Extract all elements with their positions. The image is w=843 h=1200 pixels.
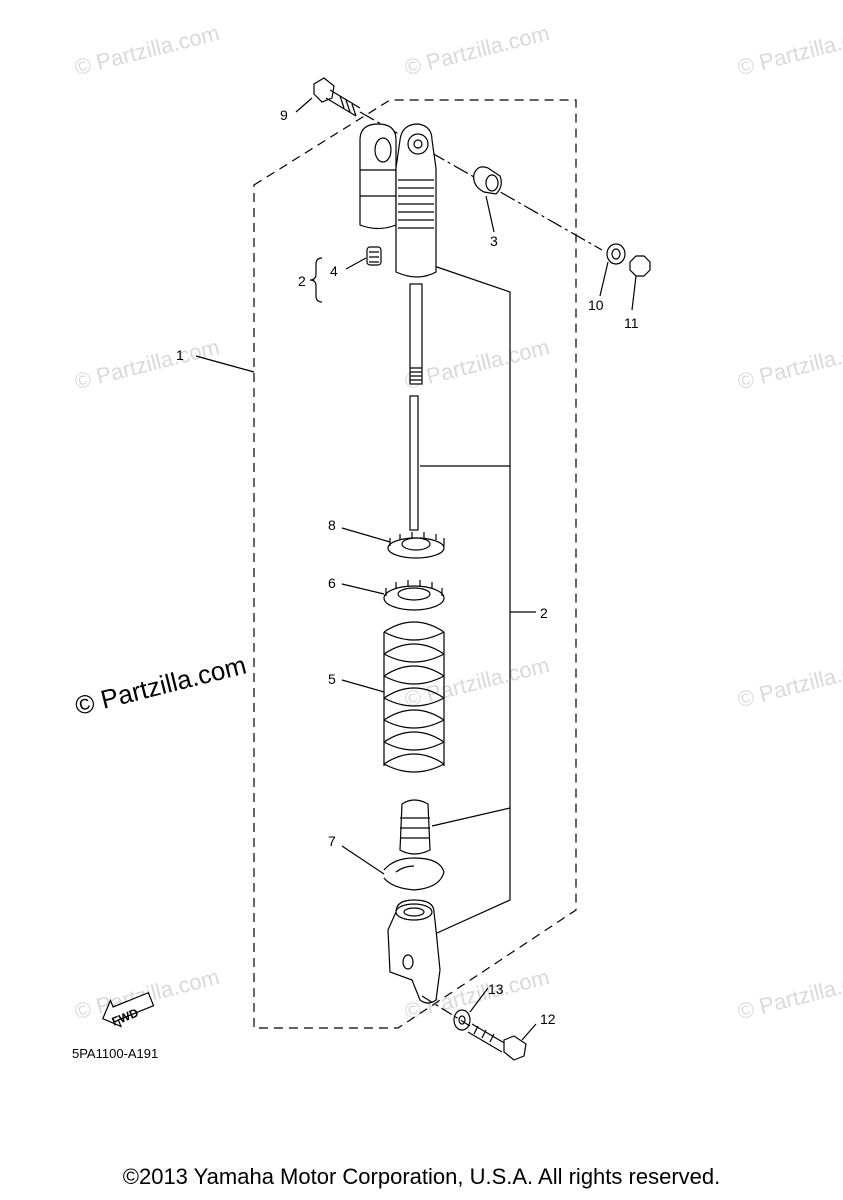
bump-stop [399, 799, 431, 855]
valve-cap-4 [366, 246, 382, 266]
callout-12: 12 [540, 1011, 556, 1027]
collar-3 [473, 166, 502, 195]
callout-8: 8 [328, 517, 336, 533]
washer-13 [453, 1009, 471, 1031]
piston-rod [409, 283, 423, 385]
callout-11: 11 [624, 315, 639, 331]
spring-adjuster-6 [383, 580, 445, 611]
washer-10 [606, 243, 626, 265]
callout-5: 5 [328, 671, 336, 687]
assembly-1-outline [253, 99, 577, 1029]
push-rod [409, 395, 419, 531]
callout-2-side: 2 [540, 605, 548, 621]
callout-13: 13 [488, 981, 504, 997]
spring-guide-7 [383, 857, 445, 891]
callout-7: 7 [328, 833, 336, 849]
nut-11 [629, 255, 651, 277]
bolt-9 [313, 77, 361, 117]
spring-5 [383, 621, 445, 773]
reservoir [359, 123, 397, 230]
assembly-2-bracket [425, 265, 511, 939]
callout-6: 6 [328, 575, 336, 591]
copyright-notice: ©2013 Yamaha Motor Corporation, U.S.A. A… [122, 1164, 721, 1189]
lower-clevis [387, 899, 441, 1004]
callout-2-top: 2 [298, 273, 306, 289]
callout-10: 10 [588, 297, 604, 313]
callout-9: 9 [280, 107, 288, 123]
forward-arrow-icon [101, 991, 155, 1028]
callout-3: 3 [490, 233, 498, 249]
bolt-12 [467, 1023, 527, 1061]
callout-1: 1 [176, 347, 184, 363]
shock-body [395, 123, 437, 278]
diagram-code: 5PA1100-A191 [72, 1046, 159, 1061]
lock-nut-8 [387, 532, 445, 559]
callout-4: 4 [330, 263, 338, 279]
